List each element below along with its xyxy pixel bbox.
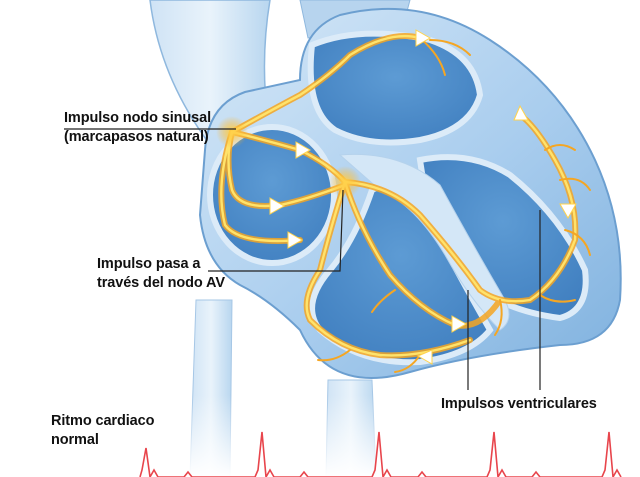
av-node <box>329 166 361 198</box>
label-rhythm: Ritmo cardiaco normal <box>51 412 154 450</box>
label-av-node-line2: través del nodo AV <box>97 274 225 293</box>
label-sa-node-line2: (marcapasos natural) <box>64 128 211 147</box>
label-rhythm-line1: Ritmo cardiaco <box>51 412 154 431</box>
label-sa-node: Impulso nodo sinusal (marcapasos natural… <box>64 109 211 147</box>
label-av-node: Impulso pasa a través del nodo AV <box>97 255 225 293</box>
left-atrium <box>311 34 480 143</box>
sa-node <box>216 116 248 148</box>
label-ventricular: Impulsos ventriculares <box>441 395 597 414</box>
label-sa-node-line1: Impulso nodo sinusal <box>64 109 211 128</box>
label-av-node-line1: Impulso pasa a <box>97 255 225 274</box>
label-rhythm-line2: normal <box>51 431 154 450</box>
